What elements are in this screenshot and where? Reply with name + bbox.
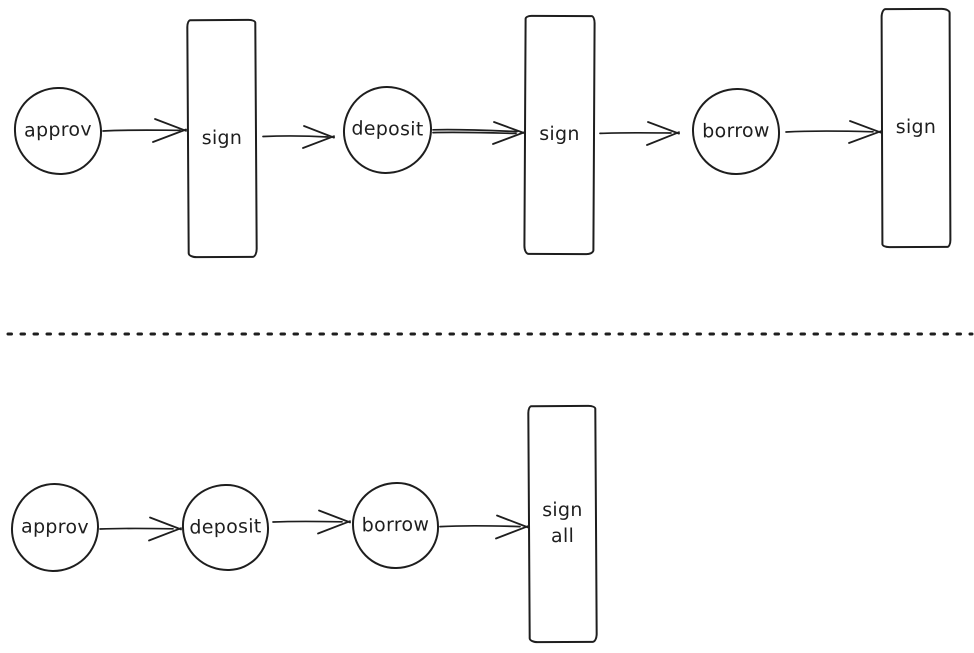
arrow-sign2-to-borrow1	[599, 121, 680, 146]
node-deposit-bottom-label: deposit	[189, 515, 262, 539]
arrow-deposit2-to-borrow2	[272, 509, 351, 535]
node-deposit-top-label: deposit	[351, 117, 424, 141]
arrow-approv1-to-sign1	[102, 118, 187, 143]
node-sign-3[interactable]: sign	[880, 7, 952, 249]
node-approv-bottom-label: approv	[20, 515, 90, 539]
arrow-sign1-to-deposit1	[262, 125, 335, 149]
arrow-borrow1-to-sign3	[785, 120, 882, 144]
node-sign-3-label: sign	[895, 116, 937, 139]
arrow-deposit1-to-sign2	[432, 121, 526, 145]
arrow-borrow2-to-signall	[439, 514, 529, 540]
node-sign-all-label: sign all	[542, 499, 583, 548]
node-borrow-top[interactable]: borrow	[691, 87, 781, 176]
node-borrow-top-label: borrow	[702, 119, 770, 143]
node-borrow-bottom-label: borrow	[361, 513, 430, 537]
node-sign-1-label: sign	[201, 126, 243, 149]
node-sign-2[interactable]: sign	[523, 14, 596, 256]
node-approv-top-label: approv	[23, 118, 93, 142]
node-sign-1[interactable]: sign	[186, 18, 258, 259]
node-borrow-bottom[interactable]: borrow	[351, 481, 440, 570]
node-sign-all[interactable]: sign all	[527, 404, 598, 644]
arrow-approv2-to-deposit2	[99, 516, 182, 542]
node-sign-2-label: sign	[539, 123, 580, 146]
